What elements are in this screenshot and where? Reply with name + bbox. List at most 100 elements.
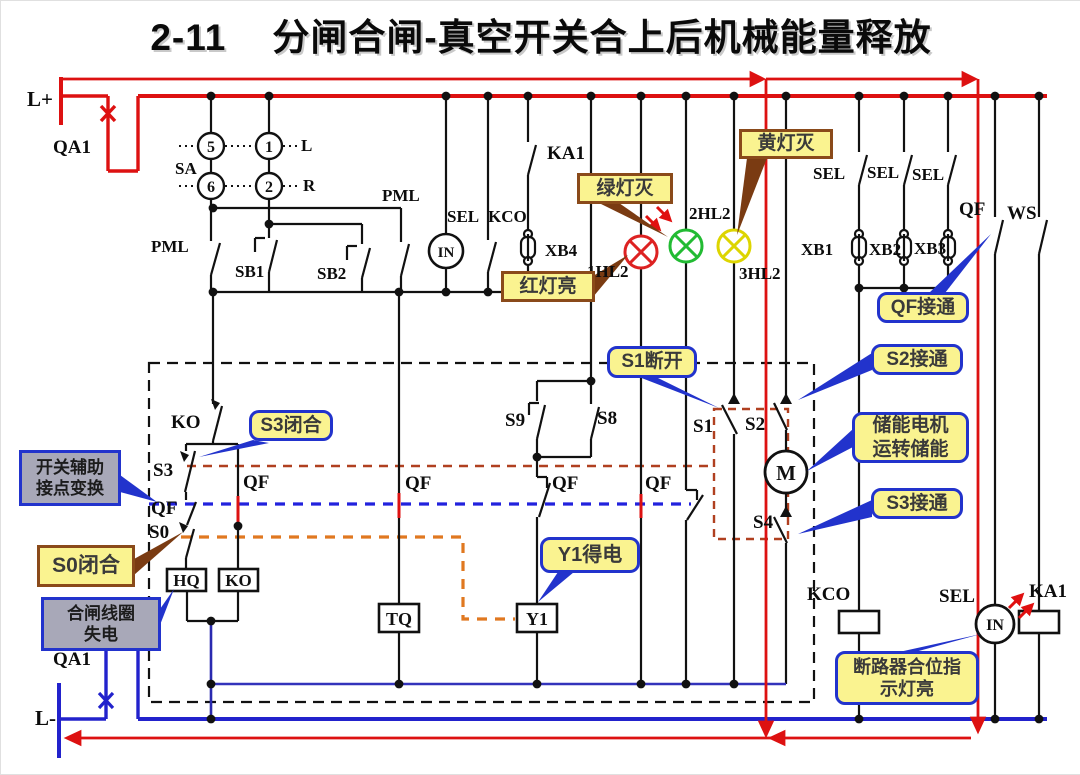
s1-open-pointer bbox=[639, 377, 719, 408]
terminal-l-minus: L- bbox=[35, 706, 56, 730]
s1-label: S1 bbox=[693, 416, 714, 437]
green-lamp-pointer-flash bbox=[644, 205, 673, 232]
in-lamp-light-rays bbox=[1007, 592, 1035, 620]
s3-on-pointer bbox=[798, 500, 872, 534]
callout-s1-open: S1断开 bbox=[607, 346, 697, 378]
junction-dots bbox=[206, 91, 1044, 724]
yellow-off-pointer bbox=[737, 158, 767, 235]
motor-pointer bbox=[807, 429, 853, 471]
switch-arrowheads bbox=[179, 393, 792, 533]
sel-ind-label: SEL bbox=[939, 586, 975, 607]
s4-label: S4 bbox=[753, 512, 774, 533]
sel1-label: SEL bbox=[813, 164, 846, 183]
y1-coil-text: Y1 bbox=[526, 609, 548, 629]
qf-tq-label: QF bbox=[405, 473, 432, 494]
callout-pointers bbox=[120, 158, 991, 652]
fuse-xb1 bbox=[850, 228, 868, 267]
fuse-xb3 bbox=[939, 228, 957, 267]
red-on-pointer bbox=[593, 255, 628, 297]
s0-label: S0 bbox=[149, 522, 170, 543]
callout-y1-on: Y1得电 bbox=[540, 537, 640, 573]
y1-on-pointer bbox=[538, 572, 574, 602]
page-title: 2-11 分闸合闸-真空开关合上后机械能量释放 bbox=[1, 7, 1080, 61]
terminal-l-plus: L+ bbox=[27, 87, 53, 111]
breaker-pointer bbox=[899, 634, 981, 652]
s0-close-pointer bbox=[134, 532, 183, 575]
fuse-xb2 bbox=[895, 228, 913, 267]
hl3-label: 3HL2 bbox=[739, 264, 781, 283]
callout-aux-contact: 开关辅助接点变换 bbox=[19, 450, 121, 506]
s9-label: S9 bbox=[505, 410, 526, 431]
callout-s2-on: S2接通 bbox=[871, 344, 963, 375]
sa-left-pos: L bbox=[301, 136, 313, 155]
ka1-coil-label: KA1 bbox=[1029, 581, 1067, 602]
s8-label: S8 bbox=[597, 408, 618, 429]
in-top-text: IN bbox=[438, 245, 455, 261]
callout-s3-on: S3接通 bbox=[871, 488, 963, 519]
sa-label: SA bbox=[175, 159, 197, 178]
y1-coil-box bbox=[515, 602, 559, 634]
sa-contact-6: 6 bbox=[207, 179, 215, 196]
xb4-label: XB4 bbox=[545, 241, 578, 260]
qf-ko-label: QF bbox=[243, 472, 270, 493]
xb2-label: XB2 bbox=[869, 240, 902, 259]
qf-on-pointer bbox=[929, 234, 991, 293]
coil-pointer bbox=[160, 589, 174, 625]
pml-right-label: PML bbox=[382, 186, 420, 205]
tq-coil-box bbox=[377, 602, 421, 634]
fuse-links bbox=[519, 228, 957, 267]
s3-label: S3 bbox=[153, 460, 174, 481]
indicator-lamps bbox=[623, 228, 752, 270]
flash-marks bbox=[644, 205, 1035, 620]
qa1-bottom-label: QA1 bbox=[53, 649, 91, 670]
xb3-label: XB3 bbox=[914, 239, 947, 258]
sa-right-pos: R bbox=[303, 176, 316, 195]
ka1-coil-box bbox=[1017, 609, 1061, 635]
in-indicator-top bbox=[427, 232, 465, 270]
callout-breaker-indicator: 断路器合位指示灯亮 bbox=[835, 651, 979, 705]
kco-coil-box bbox=[837, 609, 881, 635]
callout-qf-on: QF接通 bbox=[877, 292, 969, 323]
hl1-label: 1HL2 bbox=[587, 262, 629, 281]
sa-selector-contacts bbox=[179, 131, 299, 201]
green-off-pointer bbox=[599, 203, 668, 237]
s3-close-pointer bbox=[199, 440, 269, 457]
mechanism-dashed-box bbox=[147, 361, 816, 704]
sb2-label: SB2 bbox=[317, 264, 347, 283]
sel3-label: SEL bbox=[912, 165, 945, 184]
round-devices bbox=[427, 232, 1016, 645]
ws-label: WS bbox=[1007, 203, 1037, 224]
s2-on-pointer bbox=[798, 353, 872, 400]
hq-coil-text: HQ bbox=[173, 571, 199, 590]
qf-2hl-label: QF bbox=[645, 473, 672, 494]
storage-motor bbox=[763, 449, 809, 495]
green-lamp-2hl2 bbox=[668, 228, 704, 264]
title-text: 分闸合闸-真空开关合上后机械能量释放 bbox=[272, 17, 932, 58]
callout-green-off: 绿灯灭 bbox=[577, 173, 673, 204]
qf-y1-label: QF bbox=[552, 473, 579, 494]
sb1-label: SB1 bbox=[235, 262, 265, 281]
sel-mid-label: SEL bbox=[447, 207, 480, 226]
sel2-label: SEL bbox=[867, 163, 900, 182]
ko-coil-box bbox=[217, 567, 260, 593]
sa-contact-1: 1 bbox=[265, 139, 273, 156]
callout-s0-close: S0闭合 bbox=[37, 545, 135, 587]
title-number: 2-11 bbox=[150, 17, 227, 58]
callout-yellow-off: 黄灯灭 bbox=[739, 129, 833, 159]
callout-close-coil: 合闸线圈失电 bbox=[41, 597, 161, 651]
aux-pointer bbox=[120, 475, 157, 502]
tq-coil-text: TQ bbox=[386, 609, 412, 629]
ka1-top-label: KA1 bbox=[547, 143, 585, 164]
in-bottom-text: IN bbox=[986, 617, 1004, 634]
closed-qf-contacts bbox=[236, 493, 643, 526]
hq-coil-box bbox=[165, 567, 208, 593]
pml-left-label: PML bbox=[151, 237, 189, 256]
in-indicator-bottom bbox=[974, 603, 1016, 645]
callout-s3-close: S3闭合 bbox=[249, 410, 333, 441]
coil-boxes bbox=[165, 567, 1061, 635]
sa-contact-2: 2 bbox=[265, 179, 273, 196]
hl2-label: 2HL2 bbox=[689, 204, 731, 223]
callout-red-on: 红灯亮 bbox=[501, 271, 595, 302]
fuse-xb4 bbox=[519, 228, 537, 267]
ko-switch-label: KO bbox=[171, 412, 201, 433]
